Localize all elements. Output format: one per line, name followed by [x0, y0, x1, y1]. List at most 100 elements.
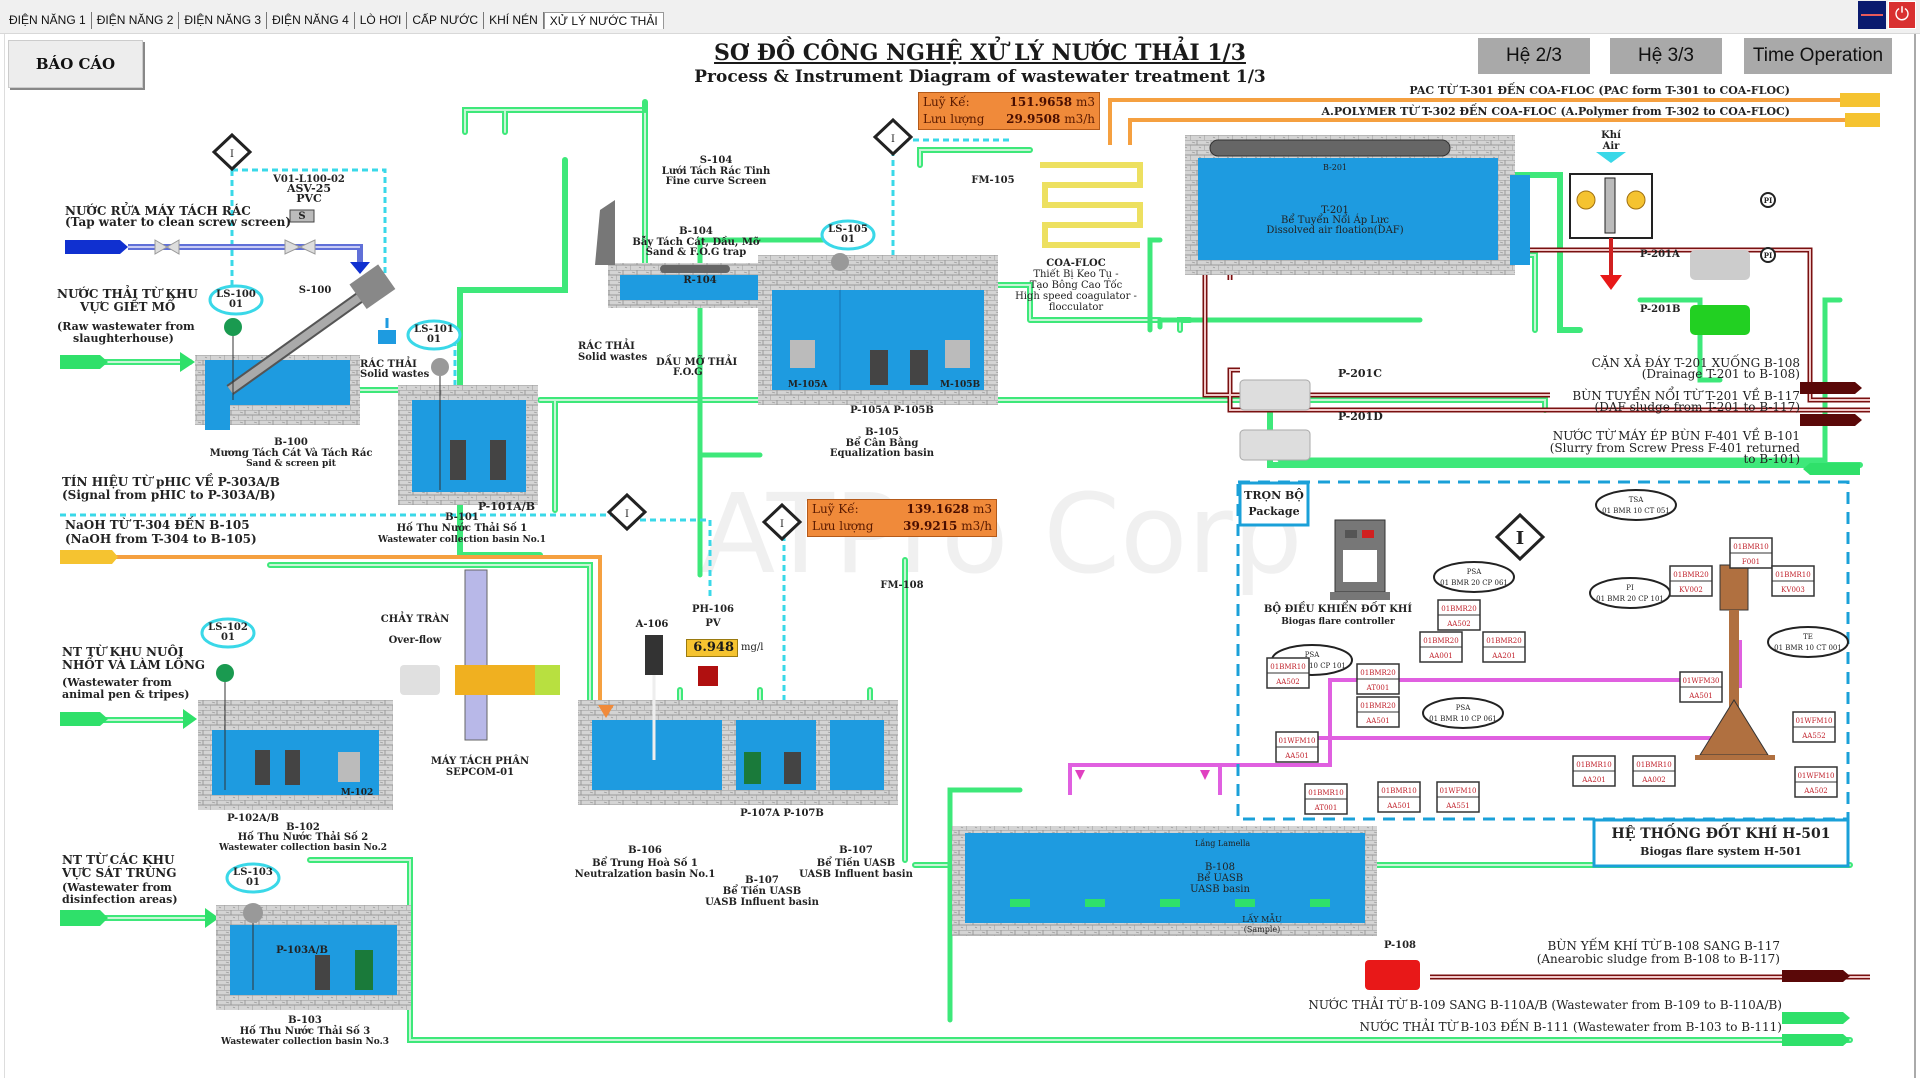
instrument-type: TSA [1629, 496, 1644, 504]
total-label: Luỹ Kế: [923, 95, 970, 109]
solid-wastes-2: RÁC THẢI [578, 339, 635, 352]
b103-outflow-label: NƯỚC THẢI TỪ B-103 ĐẾN B-111 (Wastewater… [1359, 1017, 1782, 1034]
b104-name-en: Sand & F.O.G trap [646, 247, 747, 258]
inflow-arrows [60, 93, 1880, 928]
level-switch-num: 01 [246, 877, 260, 888]
instrument-tag: 01 BMR 10 CT 051 [1602, 507, 1670, 515]
drainage-label: CẶN XẢ ĐÁY T-201 XUỐNG B-108 [1592, 353, 1800, 370]
instrument-type: TE [1803, 633, 1813, 641]
air-label-en: Air [1602, 141, 1621, 152]
tap-water-label-en: (Tap water to clean screw screen) [65, 215, 291, 229]
b107-name-en: UASB Influent basin [799, 869, 913, 880]
overflow-label: CHẢY TRÀN [381, 612, 449, 625]
anaerobic-label-en: (Anearobic sludge from B-108 to B-117) [1537, 952, 1780, 966]
sample-label: LẤY MẪU [1242, 914, 1282, 924]
b100-name-en: Sand & screen pit [246, 459, 337, 469]
sample-label-en: (Sample) [1244, 925, 1281, 934]
unit: m3/h [961, 519, 992, 533]
p103-label: P-103A/B [276, 945, 328, 956]
level-switch-tag: LS-100 [216, 289, 256, 300]
pi-label: PI [1764, 251, 1773, 260]
p201b-label: P-201B [1640, 304, 1680, 315]
b102-name: Hố Thu Nước Thải Số 2 [238, 831, 369, 843]
b104-name: Bẫy Tách Cát, Dầu, Mỡ [632, 236, 761, 248]
basin-b108 [952, 770, 1420, 990]
flare-tag-system: 01WFM10 [1439, 787, 1476, 795]
flare-tag-system: 01BMR10 [1733, 543, 1768, 551]
tab-5[interactable]: CẤP NƯỚC [407, 12, 485, 29]
b108-name: Bể UASB [1197, 872, 1243, 884]
slurry-label: NƯỚC TỪ MÁY ÉP BÙN F-401 VỀ B-101 [1553, 426, 1800, 443]
lamella-label: Lắng Lamella [1195, 839, 1250, 848]
he-3-3-button[interactable]: Hệ 3/3 [1610, 38, 1722, 74]
instrument-tag: 01 BMR 20 CP 061 [1440, 579, 1508, 587]
pumps-p201cd [1239, 379, 1311, 461]
rate-label: Lưu lượng [812, 519, 874, 533]
s104-name: Lưới Tách Rác Tinh [662, 166, 771, 177]
daf-sludge-label: BÙN TUYỂN NỔI TỪ T-201 VỀ B-117 [1572, 385, 1800, 403]
flare-tag-system: 01BMR20 [1360, 669, 1395, 677]
flare-tag-code: AA501 [1284, 752, 1308, 760]
flare-tag-system: 01BMR20 [1360, 702, 1395, 710]
tap-water-line [65, 209, 370, 274]
tab-2[interactable]: ĐIỆN NĂNG 3 [179, 12, 268, 29]
b109-outflow-label: NƯỚC THẢI TỪ B-109 SANG B-110A/B (Wastew… [1308, 995, 1782, 1012]
animal-pen-label-en: (Wastewater from [62, 676, 172, 689]
b105-name-en: Equalization basin [830, 448, 935, 459]
flare-tag-code: F001 [1742, 558, 1760, 566]
flare-tag-code: AT001 [1366, 684, 1390, 692]
valve-tag: PVC [296, 192, 322, 205]
interlock-label: I [1516, 528, 1524, 549]
flare-tag-code: AA002 [1641, 776, 1665, 784]
flare-tag-code: AA502 [1803, 787, 1827, 795]
controller-label: BỘ ĐIỀU KHIỂN ĐỐT KHÍ [1264, 601, 1412, 615]
interlock-label: I [230, 149, 234, 160]
s100-label: S-100 [299, 285, 332, 296]
package-label-box [1238, 481, 1310, 527]
m102-label: M-102 [341, 788, 373, 798]
coafloc-name-en: flocculator [1049, 302, 1104, 313]
basin-b106-b107 [578, 635, 898, 805]
instrument-type: PSA [1305, 651, 1321, 659]
disinfection-label-en: disinfection areas) [62, 893, 178, 906]
tap-water-label: NƯỚC RỬA MÁY TÁCH RÁC [65, 201, 251, 218]
valve-tag: ASV-25 [286, 182, 331, 195]
slurry-label-en: (Slurry from Screw Press F-401 returned [1550, 441, 1801, 455]
flare-tag-code: AA501 [1386, 802, 1410, 810]
flare-controller [1330, 519, 1390, 600]
tab-3[interactable]: ĐIỆN NĂNG 4 [267, 12, 355, 29]
flare-tag-code: AA201 [1581, 776, 1605, 784]
tab-6[interactable]: KHÍ NÉN [484, 12, 544, 29]
animal-pen-label: NHỐT VÀ LÀM LỒNG [62, 655, 205, 672]
slurry-label-en: to B-101) [1743, 452, 1800, 466]
flare-tag-code: AA501 [1688, 692, 1712, 700]
b101-name: Hố Thu Nước Thải Số 1 [397, 522, 528, 534]
b100-name: Mương Tách Cát Và Tách Rác [210, 448, 373, 459]
report-button[interactable]: BÁO CÁO [8, 40, 143, 88]
b106-tag: B-106 [628, 845, 662, 856]
flare-tag-code: AA502 [1275, 678, 1299, 686]
he-2-3-button[interactable]: Hệ 2/3 [1478, 38, 1590, 74]
basin-b102 [198, 664, 393, 810]
b107-tag: B-107 [745, 875, 779, 886]
disinfection-label-en: (Wastewater from [62, 881, 172, 894]
p101-label: P-101A/B [478, 500, 535, 513]
tab-7[interactable]: XỬ LÝ NƯỚC THẢI [543, 12, 664, 29]
flare-tag-code: KV003 [1781, 586, 1805, 594]
coafloc-tag: COA-FLOC [1046, 258, 1105, 269]
tab-0[interactable]: ĐIỆN NĂNG 1 [4, 12, 92, 29]
time-operation-button[interactable]: Time Operation [1744, 38, 1892, 74]
r104-label: R-104 [683, 275, 716, 286]
p102-label: P-102A/B [227, 813, 279, 824]
sepcom-01 [400, 569, 560, 741]
daf-sludge-label-en: (DAF sludge from T-201 to B-117) [1595, 400, 1800, 414]
overflow-label-en: Over-flow [389, 635, 442, 646]
flare-tag-system: 01BMR20 [1423, 637, 1458, 645]
power-button[interactable]: ⏻ [1888, 1, 1916, 29]
tab-4[interactable]: LÒ HƠI [355, 12, 408, 29]
tab-1[interactable]: ĐIỆN NĂNG 2 [92, 12, 180, 29]
flare-tag-code: AA502 [1446, 620, 1470, 628]
minimize-button[interactable] [1858, 1, 1886, 29]
level-switch-tag: LS-102 [208, 622, 248, 633]
